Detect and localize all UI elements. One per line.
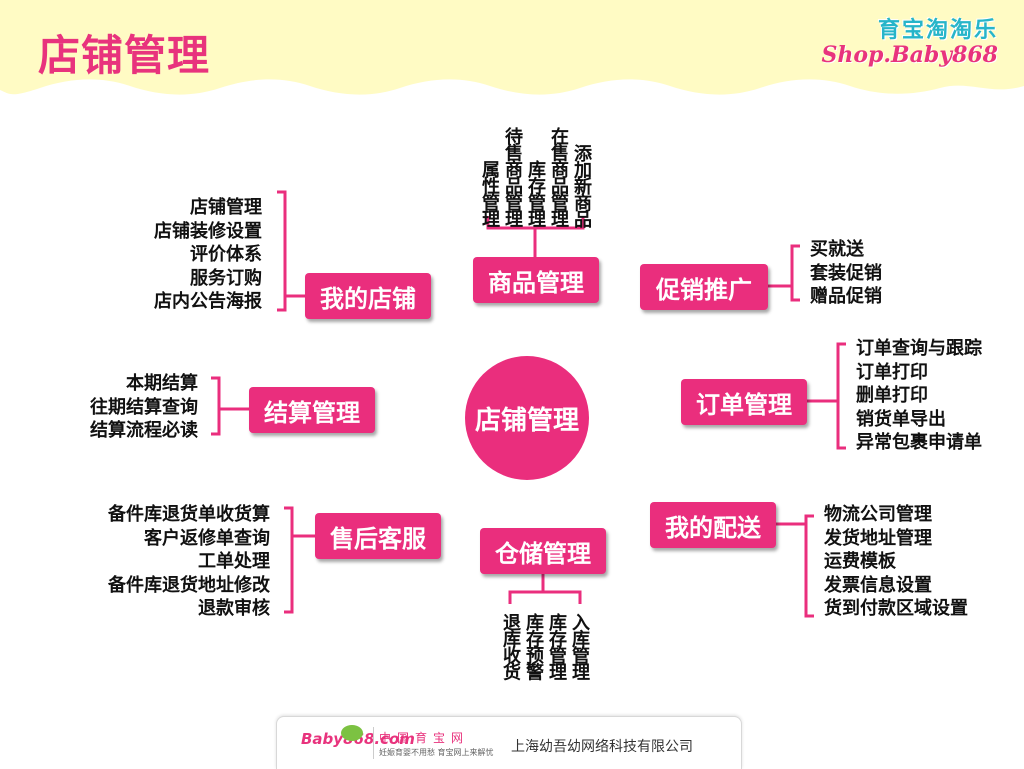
footer-slogan: 妊娠育婴不用愁 育宝网上来解忧 xyxy=(379,748,494,757)
list-item: 退款审核 xyxy=(198,598,270,619)
item-list-mystore: 店铺管理店铺装修设置评价体系服务订购店内公告海报 xyxy=(140,196,262,314)
list-item: 客户返修单查询 xyxy=(144,527,270,549)
item-list-delivery: 物流公司管理发货地址管理运费模板发票信息设置货到付款区域设置 xyxy=(824,503,968,621)
item-list-goods: 属性管理待售商品管理库存管理在售商品管理添加新商品 xyxy=(478,104,593,226)
list-item: 订单打印 xyxy=(856,361,928,383)
list-item: 赠品促销 xyxy=(810,286,882,307)
bracket-settle xyxy=(211,376,221,436)
list-item: 结算流程必读 xyxy=(90,420,198,441)
item-list-aftersale: 备件库退货单收货算客户返修单查询工单处理备件库退货地址修改退款审核 xyxy=(88,503,270,621)
header-banner: 店铺管理 育宝淘淘乐 Shop.Baby868 xyxy=(0,0,1024,100)
list-item: 运费模板 xyxy=(824,551,896,572)
list-item: 评价体系 xyxy=(190,244,262,265)
footer-mascot-icon xyxy=(341,725,363,741)
footer-divider xyxy=(373,727,374,759)
header-wave-background xyxy=(0,0,1024,95)
list-item: 库存预警 xyxy=(523,613,544,679)
category-box-aftersale: 售后客服 xyxy=(315,513,441,559)
list-item: 删单打印 xyxy=(856,385,928,406)
bracket-storage xyxy=(508,590,582,604)
list-item: 发货地址管理 xyxy=(824,527,932,549)
list-item: 添加新商品 xyxy=(571,143,592,227)
list-item: 发票信息设置 xyxy=(824,574,932,596)
bracket-aftersale xyxy=(284,506,294,614)
category-box-promo: 促销推广 xyxy=(640,264,768,310)
center-hub: 店铺管理 xyxy=(465,356,589,480)
list-item: 物流公司管理 xyxy=(824,504,932,525)
list-item: 待售商品管理 xyxy=(502,127,523,226)
bracket-mystore xyxy=(277,190,287,312)
category-box-settle: 结算管理 xyxy=(249,387,375,433)
page-title: 店铺管理 xyxy=(38,31,211,80)
list-item: 货到付款区域设置 xyxy=(824,598,968,619)
category-box-orders: 订单管理 xyxy=(681,379,807,425)
list-item: 往期结算查询 xyxy=(90,396,198,418)
footer-site-name: 中国育宝网 xyxy=(379,731,470,745)
list-item: 店内公告海报 xyxy=(154,291,262,312)
footer-company: 上海幼吾幼网络科技有限公司 xyxy=(511,739,693,755)
list-item: 属性管理 xyxy=(479,160,500,226)
list-item: 套装促销 xyxy=(810,262,882,284)
list-item: 本期结算 xyxy=(126,373,198,394)
category-box-goods: 商品管理 xyxy=(473,257,599,303)
bracket-delivery xyxy=(804,514,814,618)
list-item: 订单查询与跟踪 xyxy=(856,338,982,359)
list-item: 在售商品管理 xyxy=(548,127,569,226)
list-item: 服务订购 xyxy=(190,267,262,289)
category-box-mystore: 我的店铺 xyxy=(305,273,431,319)
category-box-delivery: 我的配送 xyxy=(650,502,776,548)
list-item: 备件库退货单收货算 xyxy=(108,504,270,525)
list-item: 库存管理 xyxy=(525,160,546,226)
list-item: 备件库退货地址修改 xyxy=(108,574,270,596)
logo-chinese-text: 育宝淘淘乐 xyxy=(877,18,998,43)
bracket-promo xyxy=(790,244,800,302)
logo-english-text: Shop.Baby868 xyxy=(821,42,998,68)
item-list-promo: 买就送套装促销赠品促销 xyxy=(810,238,882,309)
list-item: 店铺管理 xyxy=(190,197,262,218)
list-item: 异常包裹申请单 xyxy=(856,432,982,453)
list-item: 店铺装修设置 xyxy=(154,220,262,242)
item-list-storage: 退库收货库存预警库存管理入库管理 xyxy=(499,613,591,697)
footer-bar: Baby868.com 中国育宝网 妊娠育婴不用愁 育宝网上来解忧 上海幼吾幼网… xyxy=(276,716,742,769)
category-box-storage: 仓储管理 xyxy=(480,528,606,574)
list-item: 工单处理 xyxy=(198,551,270,572)
bracket-orders xyxy=(836,342,846,450)
list-item: 入库管理 xyxy=(569,613,590,679)
list-item: 销货单导出 xyxy=(856,408,946,430)
item-list-settle: 本期结算往期结算查询结算流程必读 xyxy=(78,372,198,443)
list-item: 退库收货 xyxy=(500,613,521,679)
list-item: 库存管理 xyxy=(546,613,567,679)
list-item: 买就送 xyxy=(810,239,864,260)
brand-logo: 育宝淘淘乐 Shop.Baby868 xyxy=(821,12,998,68)
item-list-orders: 订单查询与跟踪订单打印删单打印销货单导出异常包裹申请单 xyxy=(856,337,982,455)
